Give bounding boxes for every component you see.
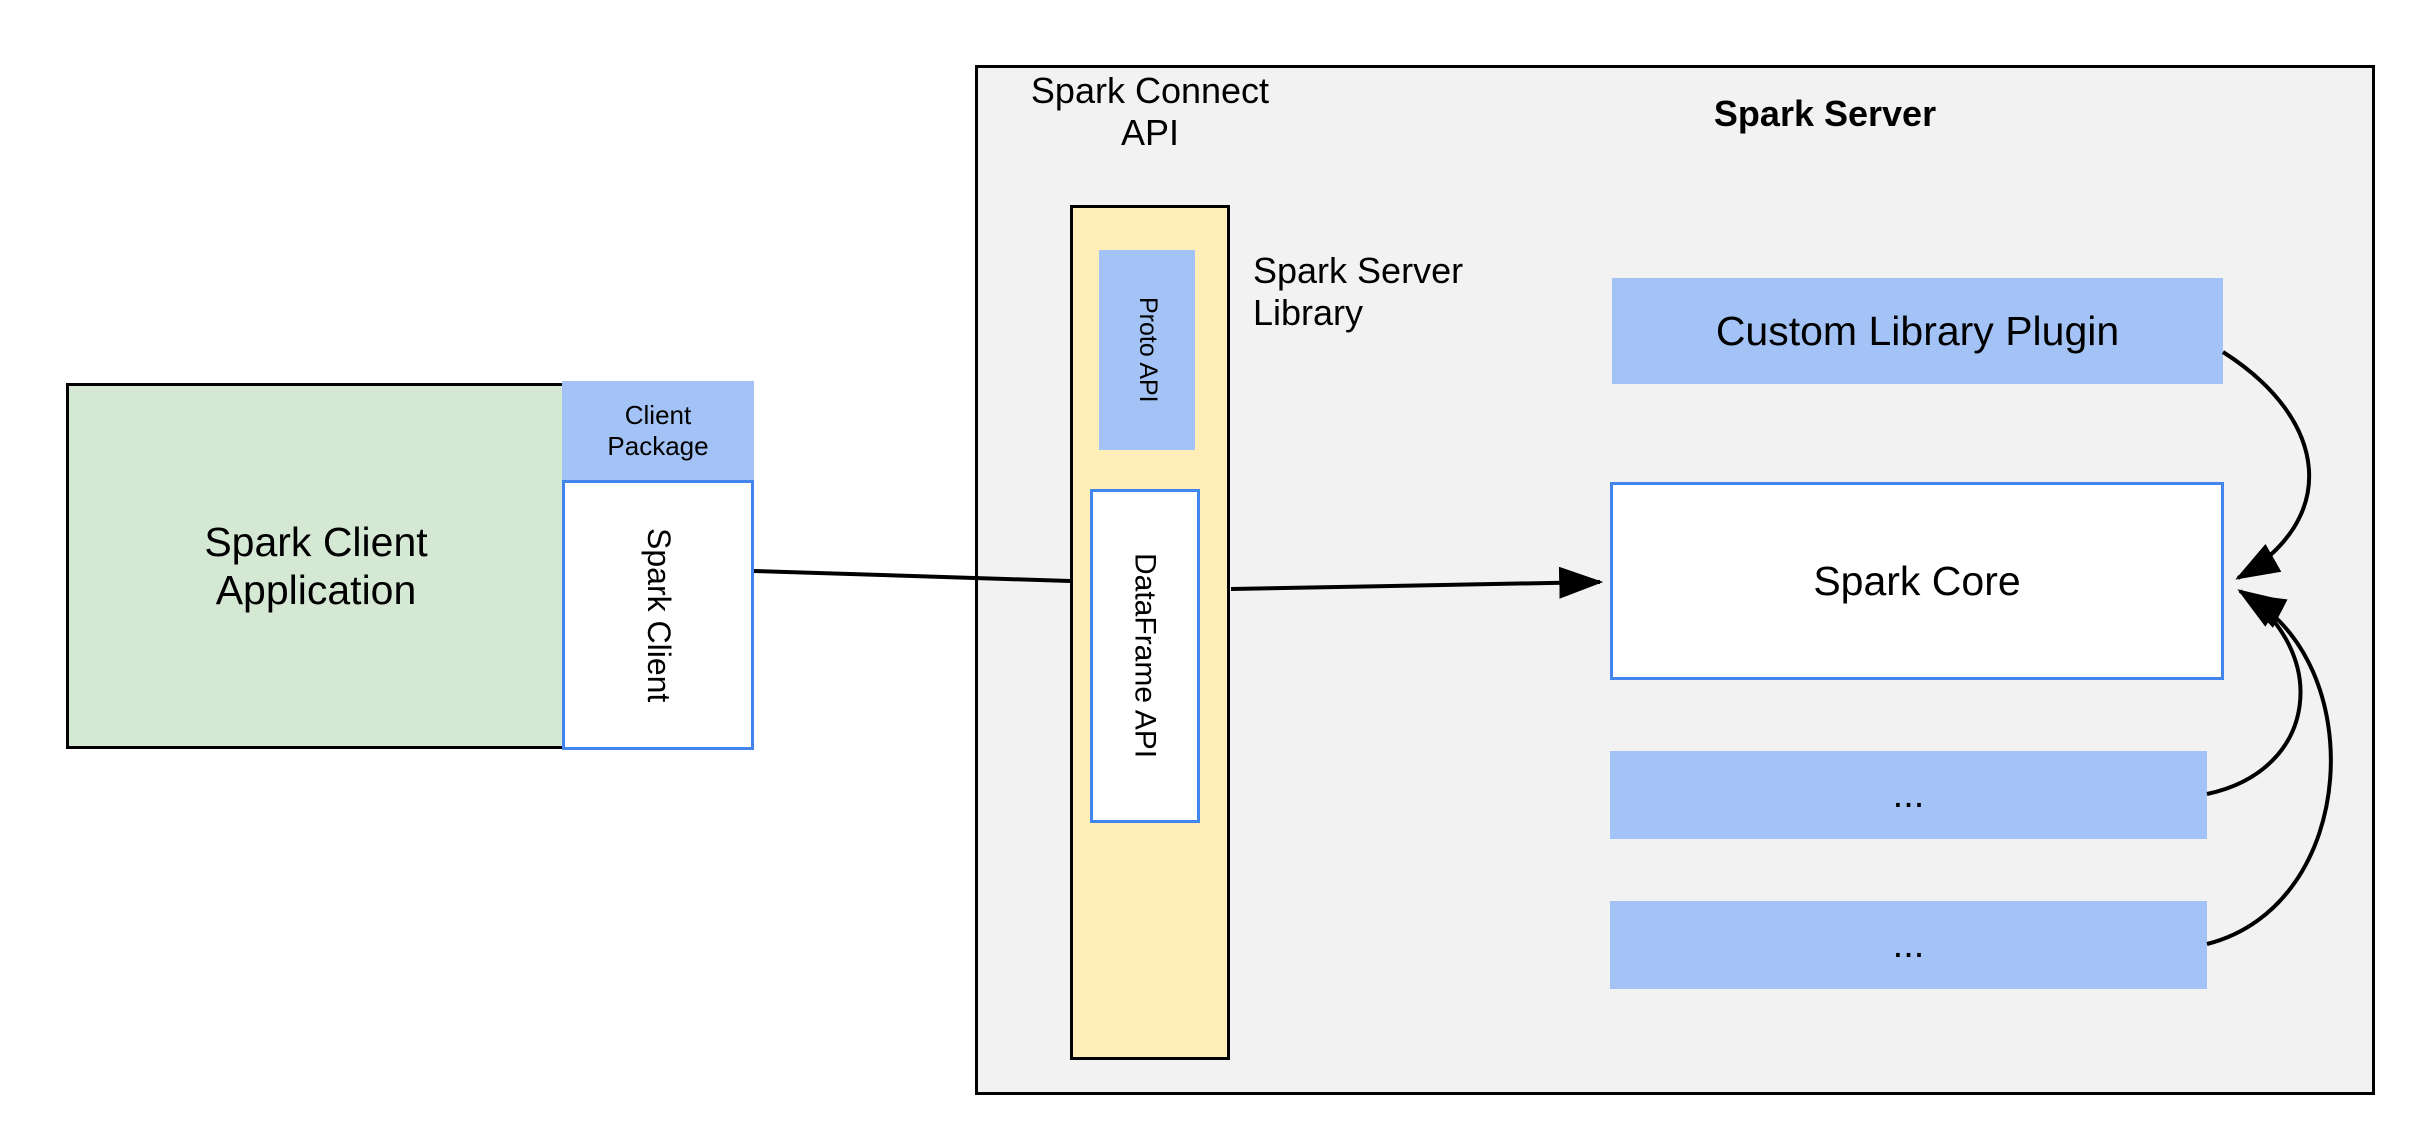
spark-server-library-label-line1: Spark Server	[1253, 249, 1464, 291]
custom-library-plugin-box: Custom Library Plugin	[1612, 278, 2223, 384]
client-package-label: Client Package	[607, 400, 708, 461]
additional-component-label-1: ...	[1892, 773, 1925, 816]
dataframe-api-label: DataFrame API	[1128, 553, 1162, 759]
spark-client-label: Spark Client	[640, 527, 677, 703]
spark-client-application-label-line2: Application	[215, 567, 417, 613]
spark-client-application-box: Spark Client Application	[66, 383, 566, 749]
additional-component-label-2: ...	[1892, 923, 1925, 966]
client-package-label-line1: Client	[624, 399, 692, 430]
spark-client-application-label: Spark Client Application	[204, 518, 427, 615]
spark-connect-api-label-line2: API	[1120, 112, 1179, 153]
custom-library-plugin-label: Custom Library Plugin	[1715, 307, 2120, 354]
spark-client-application-label-line1: Spark Client	[204, 518, 428, 565]
additional-component-box-2: ...	[1610, 901, 2207, 989]
spark-core-box: Spark Core	[1610, 482, 2224, 680]
spark-core-label: Spark Core	[1813, 557, 2021, 604]
client-package-label-line2: Package	[607, 430, 709, 461]
dataframe-api-box: DataFrame API	[1090, 489, 1200, 823]
spark-server-library-label: Spark Server Library	[1253, 246, 1563, 338]
spark-client-box: Spark Client	[562, 480, 754, 750]
spark-connect-api-label-line1: Spark Connect	[1030, 69, 1270, 111]
spark-server-title: Spark Server	[1713, 92, 1937, 134]
spark-connect-api-label: Spark Connect API	[1005, 66, 1295, 158]
client-package-box: Client Package	[562, 381, 754, 480]
proto-api-box: Proto API	[1099, 250, 1195, 450]
proto-api-label: Proto API	[1133, 297, 1162, 403]
spark-server-library-label-line2: Library	[1253, 292, 1364, 333]
additional-component-box-1: ...	[1610, 751, 2207, 839]
